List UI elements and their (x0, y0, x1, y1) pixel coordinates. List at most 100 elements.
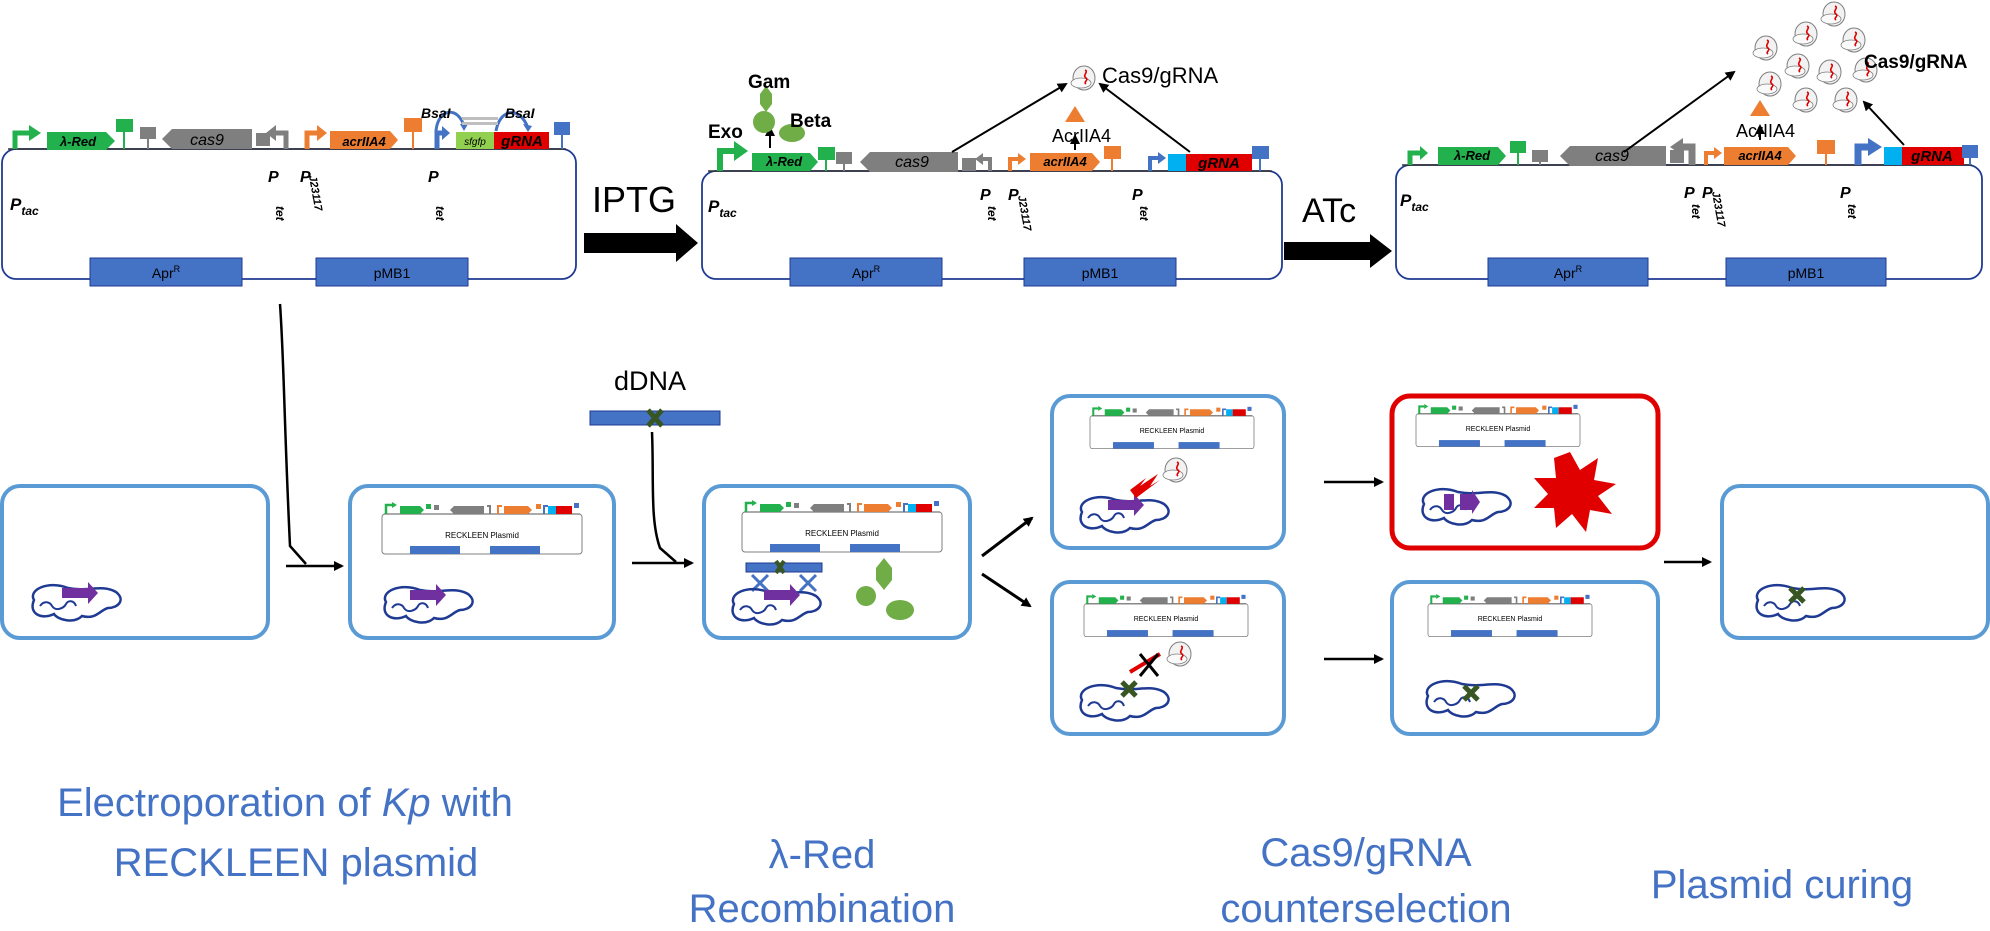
ptet1-p: P (268, 169, 279, 186)
acr-protein-label: AcrIIA4 (1052, 126, 1111, 146)
acr-label: acrIIA4 (1738, 148, 1782, 163)
ptac-promoter-icon (12, 130, 29, 149)
cas9-complex-cluster (1752, 1, 1878, 113)
apr-marker (789, 257, 943, 287)
ptet1-sub: tet (273, 206, 287, 222)
mini-plasmid-label: RECKLEEN Plasmid (1134, 616, 1199, 623)
ptac-label: Ptac (708, 197, 737, 220)
mini-plasmid-label: RECKLEEN Plasmid (1478, 616, 1543, 623)
lambda-red-gene (1438, 147, 1506, 165)
ptet2-p: P (428, 169, 439, 186)
cas9-gene (1560, 146, 1666, 166)
iptg-label: IPTG (592, 179, 676, 220)
ptet2-sub: tet (433, 206, 447, 222)
exo-protein (753, 111, 775, 133)
cas9-gene (860, 152, 958, 172)
ptac-promoter-icon (717, 148, 734, 171)
grna-scaffold (1168, 154, 1186, 171)
beta-label: Beta (790, 111, 832, 132)
donor-dna: dDNA (589, 366, 721, 563)
plasmid-map-atc: Ptac λ-Red cas9 P tet P J23117 acrIIA4 P… (1395, 1, 1983, 287)
cell-cas9-cut: RECKLEEN Plasmid (1050, 394, 1286, 550)
cas9-gene (162, 129, 252, 149)
ptet1-p: P (1684, 185, 1695, 202)
iptg-step: IPTG (584, 179, 698, 262)
cell-edited-protected: RECKLEEN Plasmid (1050, 580, 1286, 736)
atc-step: ATc (1284, 192, 1392, 268)
flow-arrow (981, 516, 1034, 558)
bsai-right-label: BsaI (505, 105, 536, 121)
acr-protein-label: AcrIIA4 (1736, 121, 1795, 141)
terminator-icon (116, 119, 133, 132)
exo-label: Exo (708, 122, 743, 143)
cas9-label: cas9 (1595, 148, 1629, 165)
caption-counterselection-line2: counterselection (1220, 887, 1511, 931)
caption-electroporation-line2: RECKLEEN plasmid (114, 841, 479, 885)
ptet2-promoter-icon (434, 130, 442, 149)
iptg-arrow (584, 224, 698, 262)
caption-counterselection-line1: Cas9/gRNA (1260, 831, 1472, 875)
ptet2-sub: tet (1137, 206, 1151, 222)
cell-edited: RECKLEEN Plasmid (1390, 580, 1660, 736)
acriia4-gene (1030, 153, 1100, 171)
cas9-label: cas9 (895, 154, 929, 171)
cell-death-burst-icon (1534, 452, 1616, 532)
acr-label: acrIIA4 (342, 134, 386, 149)
caption-lambda-red-line2: Recombination (689, 887, 956, 931)
apr-label: AprR (152, 264, 181, 281)
cell-dead: RECKLEEN Plasmid (1389, 393, 1661, 551)
ori-marker (1023, 257, 1177, 287)
apr-label: AprR (1554, 264, 1583, 281)
sfgfp-label: sfgfp (464, 137, 486, 148)
ptet2-p: P (1132, 187, 1143, 204)
gam-protein (760, 86, 772, 112)
ddna-label: dDNA (614, 366, 686, 396)
cell-lambda-red: RECKLEEN Plasmid (702, 484, 972, 640)
apr-marker (1487, 257, 1649, 287)
cas9-label: cas9 (190, 132, 224, 149)
apr-marker (89, 257, 243, 287)
grna-gene (1902, 147, 1964, 165)
pj-p: P (1008, 187, 1019, 204)
beta-protein (779, 124, 805, 142)
acr-protein-icon (1065, 106, 1085, 122)
acriia4-gene (330, 131, 398, 149)
atc-arrow (1284, 234, 1392, 268)
ptet1-sub: tet (1689, 204, 1703, 220)
terminator-icon (140, 127, 156, 139)
acr-label: acrIIA4 (1043, 154, 1087, 169)
cas9-complex-icon (1070, 65, 1096, 91)
mini-plasmid-label: RECKLEEN Plasmid (1140, 428, 1205, 435)
ptac-label: Ptac (10, 195, 39, 218)
ptet2-sub: tet (1845, 204, 1859, 220)
mini-plasmid-label: RECKLEEN Plasmid (445, 531, 519, 540)
lambda-red-gene (47, 132, 115, 150)
grna-label: gRNA (500, 133, 543, 150)
ptet1-sub: tet (985, 206, 999, 222)
ori-label: pMB1 (374, 265, 411, 281)
grna-label: gRNA (1197, 155, 1240, 172)
ptet-promoter-icon (276, 130, 289, 149)
gam-label: Gam (748, 72, 790, 93)
cas9-grna-label: Cas9/gRNA (1102, 63, 1218, 88)
pj23117-promoter-icon (304, 130, 317, 149)
step-captions: Electroporation of Kp with RECKLEEN plas… (57, 781, 1913, 931)
grna-gene (1186, 154, 1252, 171)
lambda-red-gene (752, 153, 818, 171)
terminator-icon (554, 122, 570, 135)
caption-plasmid-curing: Plasmid curing (1651, 863, 1913, 907)
sfgfp-cassette (456, 132, 494, 149)
lambda-red-label: λ-Red (1453, 148, 1491, 163)
acriia4-gene (1724, 147, 1796, 165)
plasmid-map-initial: Ptac λ-Red cas9 P tet P J23117 acrIIA4 P… (1, 105, 577, 287)
cas9-grna-label: Cas9/gRNA (1864, 52, 1968, 73)
caption-lambda-red-line1: λ-Red (769, 833, 876, 877)
flow-arrow (981, 572, 1032, 608)
plasmid-backbone (1, 148, 577, 280)
bsai-left-label: BsaI (421, 105, 452, 121)
cell-with-plasmid: RECKLEEN Plasmid (348, 484, 616, 640)
lambda-red-label: λ-Red (59, 134, 97, 149)
pj-p: P (300, 169, 311, 186)
grna-label: gRNA (1910, 148, 1953, 165)
